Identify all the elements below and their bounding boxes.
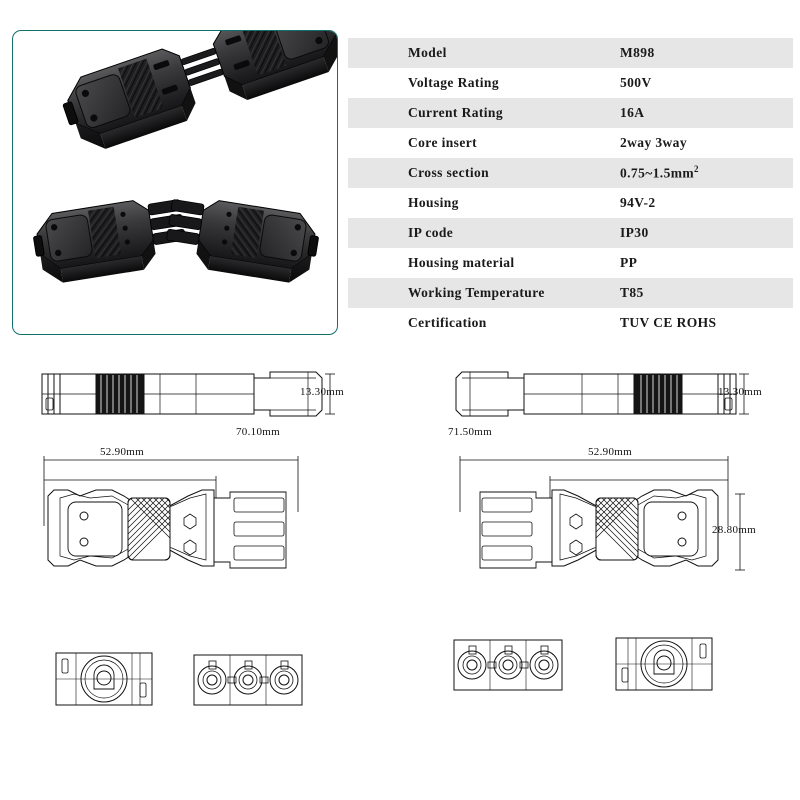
table-row: Current Rating 16A: [348, 98, 793, 128]
spec-key: Voltage Rating: [408, 75, 499, 90]
table-row: Certification TUV CE ROHS: [348, 308, 793, 338]
dimension-right-overall-length: 71.50mm: [448, 426, 492, 438]
spec-key: IP code: [408, 225, 454, 240]
left-end-view-pins: [190, 645, 310, 715]
product-photo-image: [33, 31, 337, 283]
table-row: Housing 94V-2: [348, 188, 793, 218]
spec-key: Certification: [408, 315, 487, 330]
right-end-view-round: [610, 630, 720, 700]
dimension-left-side-height: 13.30mm: [300, 386, 344, 398]
table-row: Cross section 0.75~1.5mm2: [348, 158, 793, 188]
table-row: Housing material PP: [348, 248, 793, 278]
spec-value: TUV CE ROHS: [620, 315, 717, 330]
dimension-left-body-length: 52.90mm: [100, 446, 144, 458]
table-row: Working Temperature T85: [348, 278, 793, 308]
right-end-view-pins: [450, 630, 570, 700]
spec-value: M898: [620, 45, 655, 60]
spec-key: Model: [408, 45, 447, 60]
spec-value: 94V-2: [620, 195, 656, 210]
table-row: IP code IP30: [348, 218, 793, 248]
spec-key: Core insert: [408, 135, 478, 150]
dimension-right-body-length: 52.90mm: [588, 446, 632, 458]
spec-value: T85: [620, 285, 644, 300]
spec-key: Housing: [408, 195, 459, 210]
spec-value: 2way 3way: [620, 135, 687, 150]
left-side-view-drawing: 13.30mm: [38, 360, 344, 430]
spec-value: IP30: [620, 225, 649, 240]
left-top-view-drawing: 70.10mm 52.90mm: [38, 426, 338, 596]
spec-key: Working Temperature: [408, 285, 545, 300]
dimension-left-overall-length: 70.10mm: [236, 426, 280, 438]
table-row: Core insert 2way 3way: [348, 128, 793, 158]
spec-key: Cross section: [408, 165, 490, 180]
spec-value: 16A: [620, 105, 645, 120]
left-end-view-round: [50, 645, 160, 715]
product-photo-panel: [12, 30, 338, 335]
spec-key: Current Rating: [408, 105, 503, 120]
dimension-right-body-width: 28.80mm: [712, 524, 756, 536]
specification-table: Model M898 Voltage Rating 500V Current R…: [348, 38, 793, 338]
spec-key: Housing material: [408, 255, 515, 270]
right-side-view-drawing: 13.30mm: [450, 360, 762, 430]
spec-value: PP: [620, 255, 638, 270]
right-top-view-drawing: 71.50mm 52.90mm 28.80mm: [440, 426, 760, 596]
table-row: Voltage Rating 500V: [348, 68, 793, 98]
spec-value: 0.75~1.5mm2: [620, 164, 699, 181]
dimension-right-side-height: 13.30mm: [718, 386, 762, 398]
table-row: Model M898: [348, 38, 793, 68]
spec-value: 500V: [620, 75, 652, 90]
